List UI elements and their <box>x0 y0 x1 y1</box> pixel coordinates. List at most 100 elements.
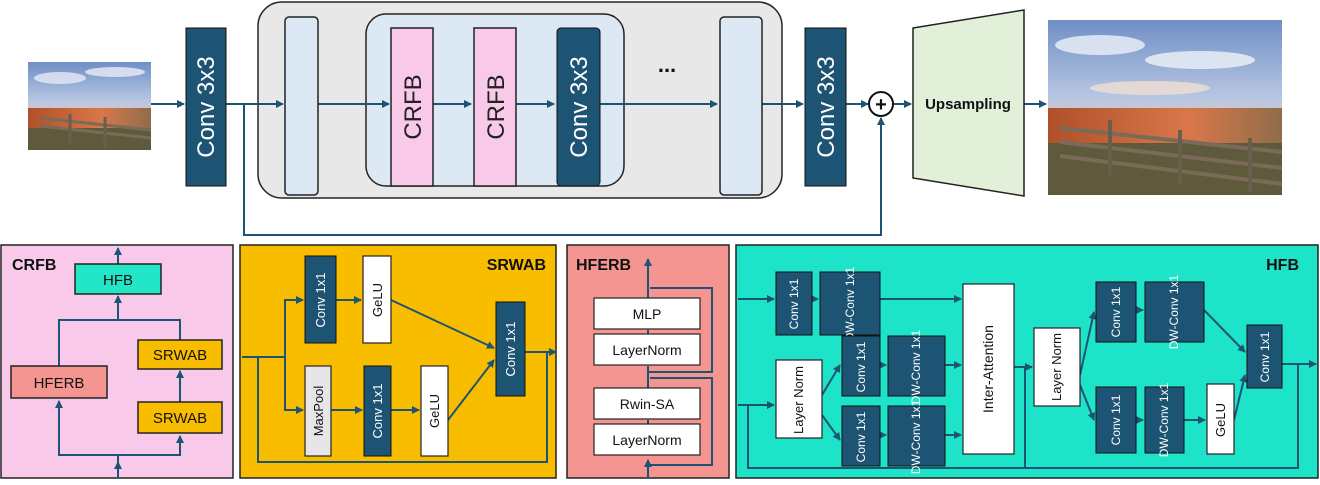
conv3x3-inner-block <box>556 27 601 187</box>
arrow <box>58 319 181 366</box>
srwab-conv1x1-b-box <box>363 365 392 457</box>
hfb-conv-top-label: Conv 1x1 <box>787 278 801 329</box>
hferb-rwin-sa-box <box>593 387 701 420</box>
output-image <box>1048 20 1283 195</box>
srwab-gelu-b-box <box>420 365 449 457</box>
residual-group-end-block <box>719 16 763 196</box>
srwab-top-box <box>137 339 223 370</box>
crfb-block-2 <box>473 27 517 187</box>
srwab-conv1x1-b-label: Conv 1x1 <box>370 384 385 439</box>
crfb-label-2: CRFB <box>483 74 510 139</box>
hfb-conv-mid-box <box>841 335 881 397</box>
upsampling-label: Upsampling <box>925 96 1011 113</box>
hfb-conv-bot-box <box>841 405 881 467</box>
hfb-conv-final-box <box>1246 324 1283 389</box>
srwab-bottom-box <box>137 401 223 434</box>
ellipsis-label: ... <box>658 52 676 77</box>
hfb-dwconv-r1-label: DW-Conv 1x1 <box>1167 274 1181 349</box>
srwab-conv1x1-a-label: Conv 1x1 <box>313 273 328 328</box>
hfb-dwconv-top-label: DW-Conv 1x1 <box>843 266 857 341</box>
arrow <box>1079 384 1096 421</box>
hferb-box <box>10 365 108 399</box>
upsampling-block <box>912 9 1025 197</box>
hfb-conv-top-box <box>775 271 813 336</box>
hfb-dwconv-mid-label: DW-Conv 1x1 <box>909 329 923 404</box>
hfb-box-label: HFB <box>103 272 133 289</box>
srwab-gelu-a-box <box>362 255 392 344</box>
hferb-layernorm-top-label: LayerNorm <box>612 342 681 358</box>
hfb-gelu-box <box>1206 383 1235 455</box>
arrow <box>55 400 119 462</box>
inter-attention-label: Inter-Attention <box>980 325 996 413</box>
hferb-box-label: HFERB <box>34 375 85 392</box>
hferb-rwin-sa-label: Rwin-SA <box>620 396 675 412</box>
arrow <box>284 296 304 357</box>
hferb-mlp-label: MLP <box>633 306 662 322</box>
hfb-dwconv-r2-box <box>1144 386 1185 454</box>
hfb-conv-final-label: Conv 1x1 <box>1258 331 1272 382</box>
inter-attention-box <box>962 283 1015 455</box>
conv3x3-input-label: Conv 3x3 <box>193 56 220 157</box>
hfb-dwconv-bot-label: DW-Conv 1x1 <box>909 399 923 474</box>
arrow <box>821 414 841 441</box>
add-operator-symbol: + <box>875 94 887 116</box>
arrow <box>648 287 713 373</box>
srwab-maxpool-box <box>304 365 332 457</box>
hfb-layer-norm-1-box <box>775 359 823 439</box>
hfb-conv-r2-box <box>1095 386 1137 454</box>
conv3x3-output-block <box>804 27 847 187</box>
srwab-top-box-label: SRWAB <box>153 347 207 364</box>
hfb-dwconv-bot-box <box>887 405 946 467</box>
hferb-layernorm-bottom-label: LayerNorm <box>612 432 681 448</box>
srwab-bottom-box-label: SRWAB <box>153 410 207 427</box>
srwab-gelu-a-label: GeLU <box>370 283 385 317</box>
arrow <box>747 367 1026 469</box>
hfb-dwconv-top-box <box>819 271 881 336</box>
arrow <box>821 364 841 396</box>
skip-connection-arrow <box>243 104 885 236</box>
crfb-block-1 <box>390 27 434 187</box>
hfb-layer-norm-2-label: Layer Norm <box>1049 333 1064 401</box>
srwab-panel-title: SRWAB <box>487 257 546 274</box>
hfb-gelu-label: GeLU <box>1213 403 1228 437</box>
arrow <box>118 435 184 456</box>
srwab-conv1x1-out-box <box>495 301 526 397</box>
srwab-conv1x1-a-box <box>304 255 337 344</box>
arrow <box>447 359 495 421</box>
arrow <box>257 352 548 463</box>
add-operator <box>868 91 894 117</box>
hfb-dwconv-r1-box <box>1144 281 1205 343</box>
input-image <box>28 62 152 150</box>
residual-group-start-block <box>284 16 319 196</box>
arrow <box>1079 311 1097 376</box>
hfb-box <box>74 263 162 295</box>
hfb-conv-r1-box <box>1095 281 1137 343</box>
crfb-panel-title: CRFB <box>12 257 56 274</box>
hferb-mlp-box <box>593 297 701 330</box>
arrow <box>1025 364 1299 469</box>
hferb-layernorm-bottom-box <box>593 423 701 456</box>
conv3x3-inner-label: Conv 3x3 <box>566 56 593 157</box>
hfb-layer-norm-2-box <box>1033 327 1081 407</box>
srwab-maxpool-label: MaxPool <box>311 386 326 437</box>
hferb-panel-title: HFERB <box>576 257 631 274</box>
conv3x3-output-label: Conv 3x3 <box>813 56 840 157</box>
arrow <box>1203 309 1246 353</box>
conv3x3-input-block <box>185 27 227 187</box>
arrow <box>1233 374 1248 421</box>
hfb-panel-title: HFB <box>1266 257 1299 274</box>
srwab-gelu-b-label: GeLU <box>427 394 442 428</box>
arrow <box>648 377 713 466</box>
arrow <box>390 299 495 349</box>
crfb-label-1: CRFB <box>400 74 427 139</box>
hfb-layer-norm-1-label: Layer Norm <box>791 366 806 434</box>
hfb-dwconv-mid-box <box>887 335 946 397</box>
hfb-conv-bot-label: Conv 1x1 <box>854 411 868 462</box>
arrow <box>284 357 304 414</box>
hfb-conv-r1-label: Conv 1x1 <box>1109 286 1123 337</box>
hfb-conv-mid-label: Conv 1x1 <box>854 341 868 392</box>
srwab-conv1x1-out-label: Conv 1x1 <box>503 322 518 377</box>
hfb-conv-r2-label: Conv 1x1 <box>1109 394 1123 445</box>
hfb-dwconv-r2-label: DW-Conv 1x1 <box>1157 382 1171 457</box>
